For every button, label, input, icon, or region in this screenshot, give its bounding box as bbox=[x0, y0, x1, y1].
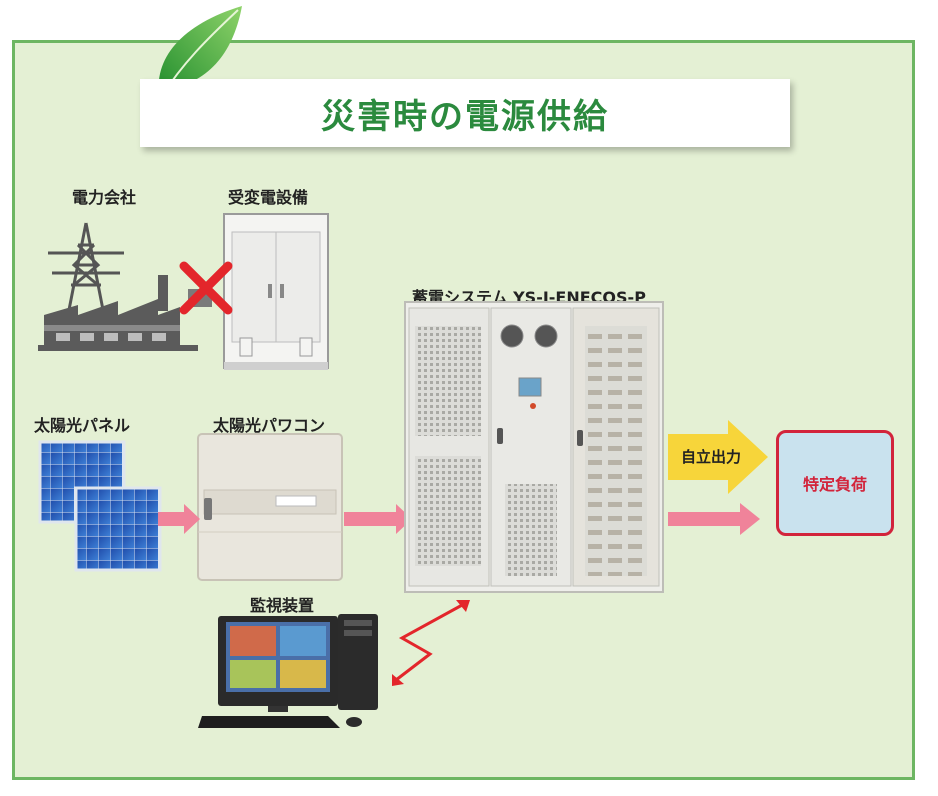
self-output-arrow bbox=[668, 420, 768, 494]
page-title: 災害時の電源供給 bbox=[321, 96, 609, 137]
substation-label: 受変電設備 bbox=[228, 188, 309, 207]
monitoring-pc-icon bbox=[198, 614, 378, 728]
arrow-pcs-to-storage bbox=[344, 504, 412, 534]
self-output-label: 自立出力 bbox=[680, 448, 741, 466]
disconnect-cross-icon bbox=[179, 261, 233, 315]
communication-signal-icon bbox=[392, 600, 470, 686]
solar-panel-icon bbox=[38, 440, 162, 572]
solar-panel-label: 太陽光パネル bbox=[34, 416, 131, 435]
storage-system-icon bbox=[404, 301, 664, 593]
arrow-solar-to-pcs bbox=[158, 504, 200, 534]
specific-load-label: 特定負荷 bbox=[802, 475, 867, 494]
solar-pcs-label: 太陽光パワコン bbox=[213, 416, 326, 435]
monitor-label: 監視装置 bbox=[250, 596, 315, 615]
arrow-storage-to-load bbox=[668, 503, 760, 535]
title-box: 災害時の電源供給 bbox=[140, 79, 790, 147]
power-conditioner-icon bbox=[197, 433, 343, 581]
specific-load-box: 特定負荷 bbox=[776, 430, 894, 536]
power-company-label: 電力会社 bbox=[72, 188, 137, 207]
substation-cabinet-icon bbox=[223, 213, 329, 370]
